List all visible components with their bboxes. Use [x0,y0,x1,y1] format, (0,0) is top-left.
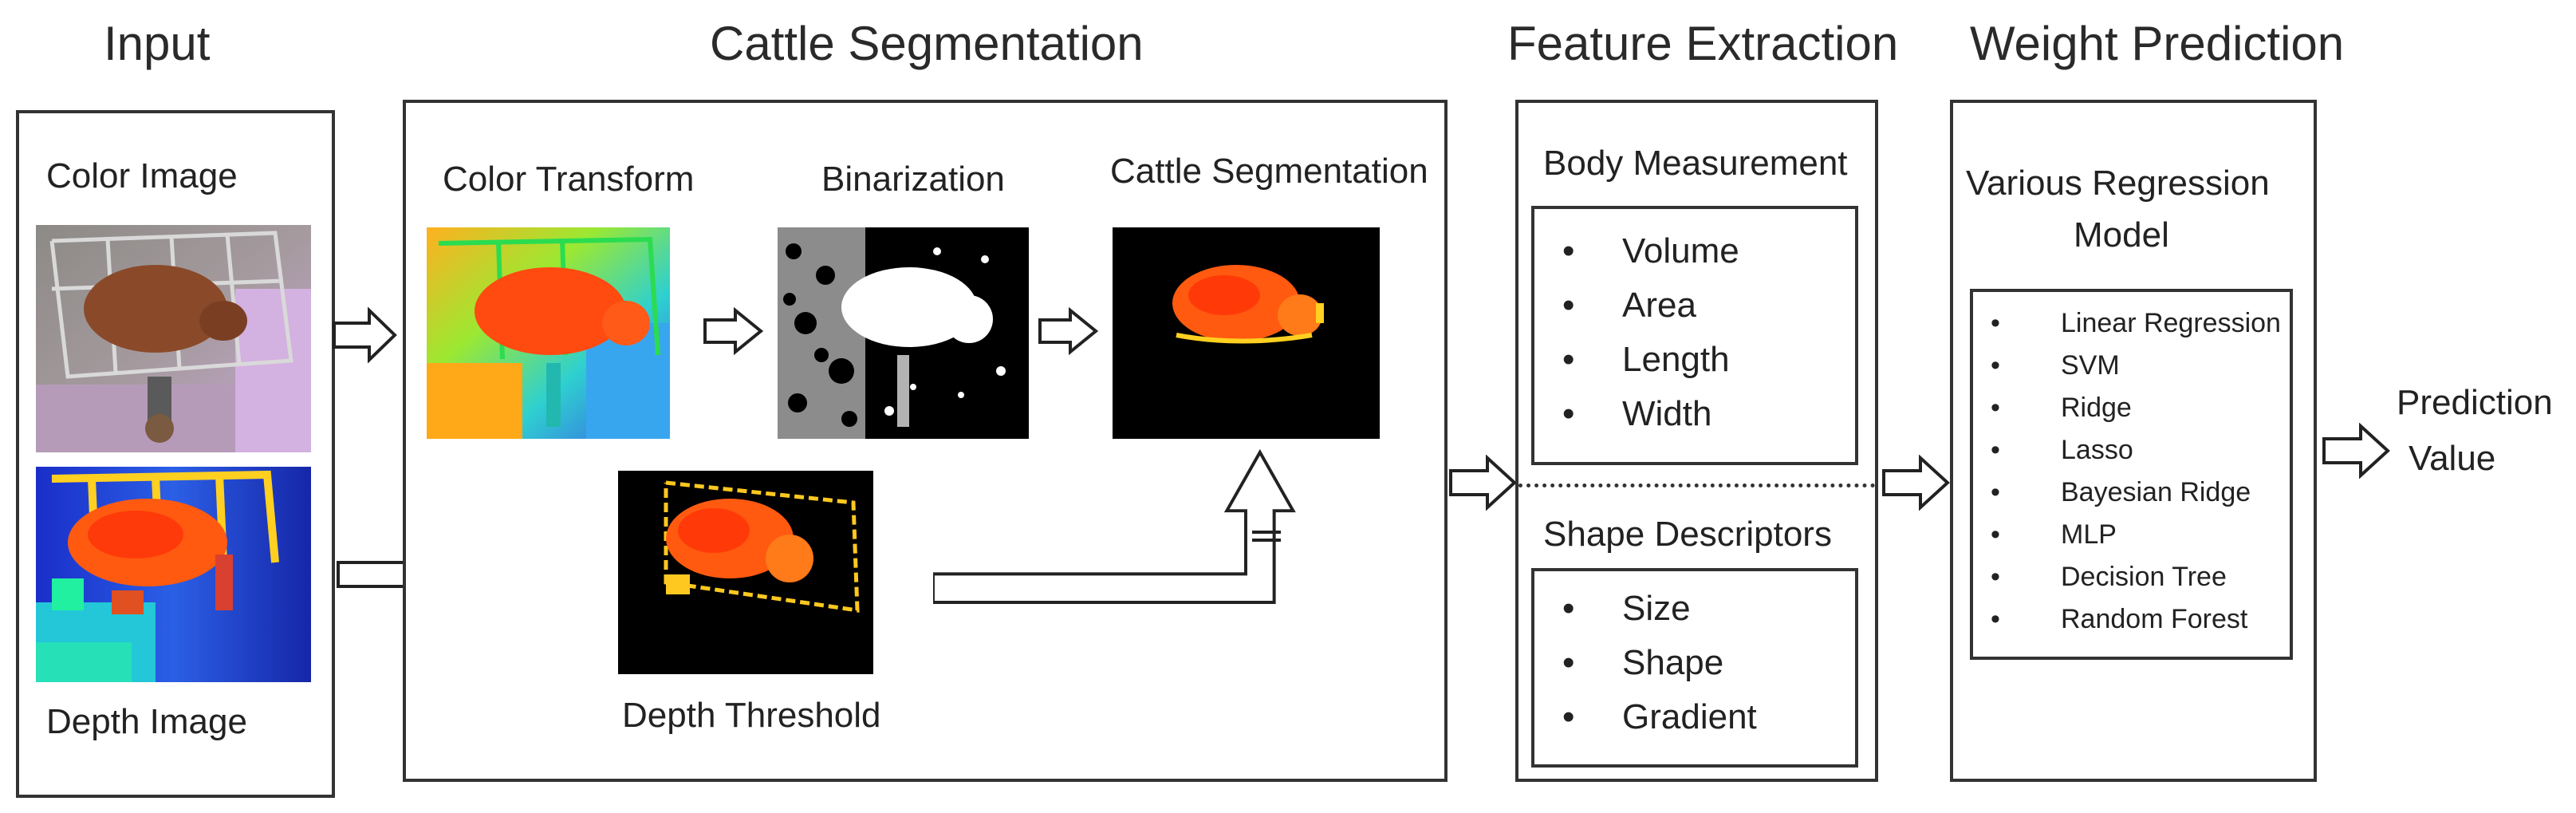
arrow-threshold-to-segmentation [933,448,1296,605]
body-measurement-item: Volume [1622,231,1739,270]
body-measurement-item: Width [1622,394,1712,433]
body-measurement-title: Body Measurement [1543,144,1848,183]
list-item: •Linear Regression [1991,308,2281,338]
depth-image-label: Depth Image [46,702,247,741]
cattle-segmentation-label: Cattle Segmentation [1110,152,1428,191]
color-transform-image [427,227,670,439]
list-item: •Area [1562,286,1696,325]
list-item: •Decision Tree [1991,562,2227,592]
regression-model-item: Random Forest [2061,604,2248,634]
list-item: •SVM [1991,350,2120,381]
regression-model-item: MLP [2061,519,2117,550]
shape-descriptor-item: Size [1622,589,1691,628]
section-title-input: Input [104,17,211,70]
binarization-image [778,227,1029,439]
shape-descriptor-item: Gradient [1622,697,1757,736]
regression-model-list: •Linear Regression •SVM •Ridge •Lasso •B… [1973,308,2290,646]
section-divider [1518,483,1875,487]
regression-model-item: Bayesian Ridge [2061,477,2251,507]
list-item: •Gradient [1562,697,1757,736]
list-item: •MLP [1991,519,2117,550]
body-measurement-item: Area [1622,286,1696,325]
list-item: •Random Forest [1991,604,2248,634]
cattle-segmentation-image [1113,227,1380,439]
list-item: •Size [1562,589,1691,628]
regression-title-line2: Model [2074,215,2169,255]
list-item: •Ridge [1991,393,2132,423]
arrow-transform-to-binarization [703,307,764,355]
depth-image-thumbnail [36,467,311,682]
list-item: •Volume [1562,231,1739,270]
depth-threshold-label: Depth Threshold [622,696,881,735]
color-image-label: Color Image [46,156,238,195]
output-label-line2: Value [2409,439,2496,478]
segmentation-panel [403,100,1448,782]
regression-model-item: Lasso [2061,435,2133,465]
body-measurement-item: Length [1622,340,1730,379]
list-item: •Shape [1562,643,1724,682]
binarization-label: Binarization [821,160,1005,199]
output-label-line1: Prediction [2397,383,2553,422]
section-title-segmentation: Cattle Segmentation [710,17,1144,70]
section-title-feature-extraction: Feature Extraction [1507,17,1899,70]
arrow-prediction-to-output [2322,423,2390,479]
color-transform-label: Color Transform [443,160,695,199]
body-measurement-box: •Volume •Area •Length •Width [1531,206,1858,465]
regression-model-item: SVM [2061,350,2120,381]
list-item: •Lasso [1991,435,2133,465]
regression-model-item: Ridge [2061,393,2132,423]
list-item: •Bayesian Ridge [1991,477,2251,507]
section-title-weight-prediction: Weight Prediction [1970,17,2345,70]
shape-descriptors-title: Shape Descriptors [1543,515,1832,554]
arrow-input-to-color-transform [333,307,397,363]
regression-model-item: Decision Tree [2061,562,2227,592]
list-item: •Length [1562,340,1730,379]
depth-threshold-image [618,471,873,674]
shape-descriptor-item: Shape [1622,643,1724,682]
input-panel [16,110,335,798]
body-measurement-list: •Volume •Area •Length •Width [1534,231,1855,448]
color-image-thumbnail [36,225,311,452]
regression-model-item: Linear Regression [2061,308,2281,338]
arrow-features-to-prediction [1882,455,1950,511]
arrow-binarization-to-segmentation [1038,307,1099,355]
list-item: •Width [1562,394,1712,433]
regression-title-line1: Various Regression [1966,164,2270,203]
arrow-segmentation-to-features [1449,455,1517,511]
regression-model-box: •Linear Regression •SVM •Ridge •Lasso •B… [1970,289,2293,660]
shape-descriptors-list: •Size •Shape •Gradient [1534,589,1855,752]
shape-descriptors-box: •Size •Shape •Gradient [1531,568,1858,768]
